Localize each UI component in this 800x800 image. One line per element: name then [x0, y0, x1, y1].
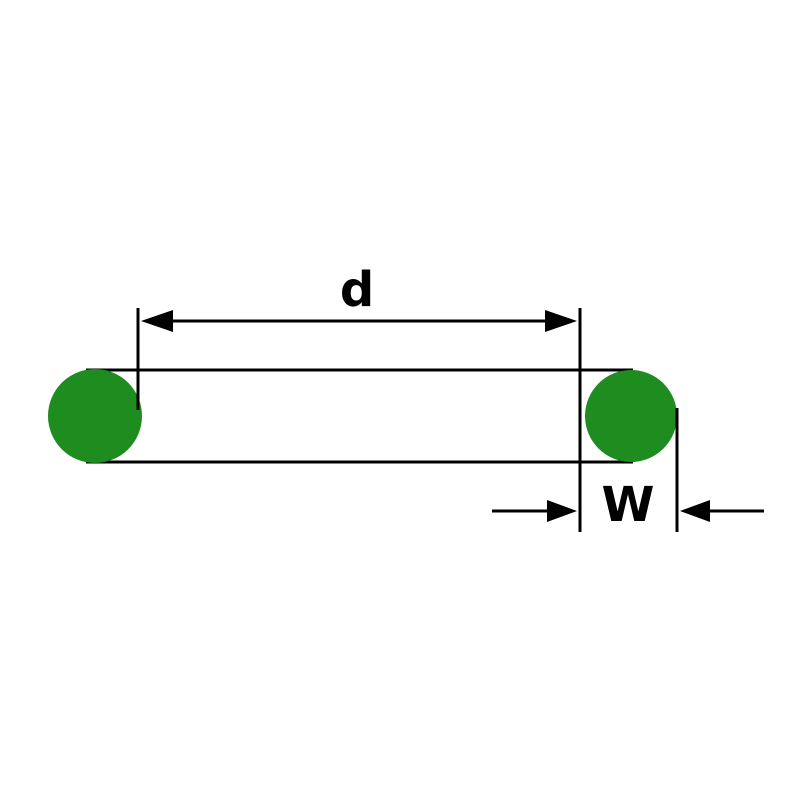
w-left-arrowhead-icon	[547, 500, 577, 522]
w-right-arrowhead-icon	[680, 500, 710, 522]
d-dimension-label: d	[340, 262, 374, 318]
oring-left-cross-section	[48, 369, 142, 463]
d-left-arrowhead-icon	[141, 310, 173, 332]
oring-right-cross-section	[585, 370, 677, 462]
d-right-arrowhead-icon	[545, 310, 577, 332]
w-dimension-label: W	[602, 477, 655, 533]
